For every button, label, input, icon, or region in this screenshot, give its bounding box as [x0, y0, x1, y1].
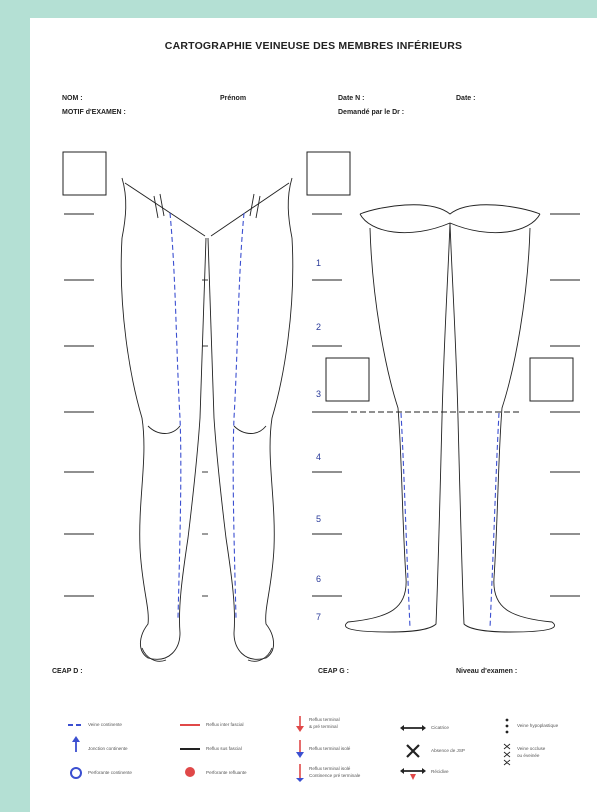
legend-reflux-cont-line2: Continence pré terminale [309, 773, 360, 778]
legend-veine-occluse-line2: ou éveinée [517, 753, 539, 758]
level-4: 4 [316, 452, 321, 462]
vein-paths [170, 213, 499, 628]
form-sheet: CARTOGRAPHIE VEINEUSE DES MEMBRES INFÉRI… [30, 18, 597, 812]
legend-cicatrice: Cicatrice [431, 725, 449, 730]
legend-reflux-terminal-line1: Reflux terminal [309, 717, 340, 722]
legend-jonction-continente: Jonction continente [88, 746, 128, 751]
level-5: 5 [316, 514, 321, 524]
legend-veine-occluse-line1: Veine occluse [517, 746, 545, 751]
ceap-d-label: CEAP D : [52, 668, 83, 675]
note-box-front-top [63, 152, 106, 195]
note-box-back-top [307, 152, 350, 195]
front-legs [121, 178, 293, 661]
back-legs [324, 205, 555, 632]
legend-recidive: Récidive [431, 769, 449, 774]
legend-perforante-refluante: Perforante refluante [206, 770, 247, 775]
note-box-back-left [326, 358, 369, 401]
level-6: 6 [316, 574, 321, 584]
legend-reflux-terminal-isole: Reflux terminal isolé [309, 746, 350, 751]
legend-reflux-sus-fascial: Reflux sus fascial [206, 746, 242, 751]
legend-absence-jsp: Absence de JSP [431, 748, 465, 753]
note-box-back-right [530, 358, 573, 401]
level-3: 3 [316, 389, 321, 399]
legend-reflux-cont-line1: Reflux terminal isolé [309, 766, 350, 771]
ceap-g-label: CEAP G : [318, 668, 349, 675]
legend-veine-hypoplastique: Veine hypoplastique [517, 723, 558, 728]
legend-perforante-continente: Perforante continente [88, 770, 132, 775]
legs-diagram [30, 18, 597, 812]
legend-reflux-terminal-line2: & pré terminal [309, 724, 338, 729]
niveau-label: Niveau d'examen : [456, 668, 517, 675]
level-1: 1 [316, 258, 321, 268]
legend-reflux-inter-fascial: Reflux inter fascial [206, 722, 244, 727]
level-2: 2 [316, 322, 321, 332]
legend-veine-continente: Veine continente [88, 722, 122, 727]
level-7: 7 [316, 612, 321, 622]
